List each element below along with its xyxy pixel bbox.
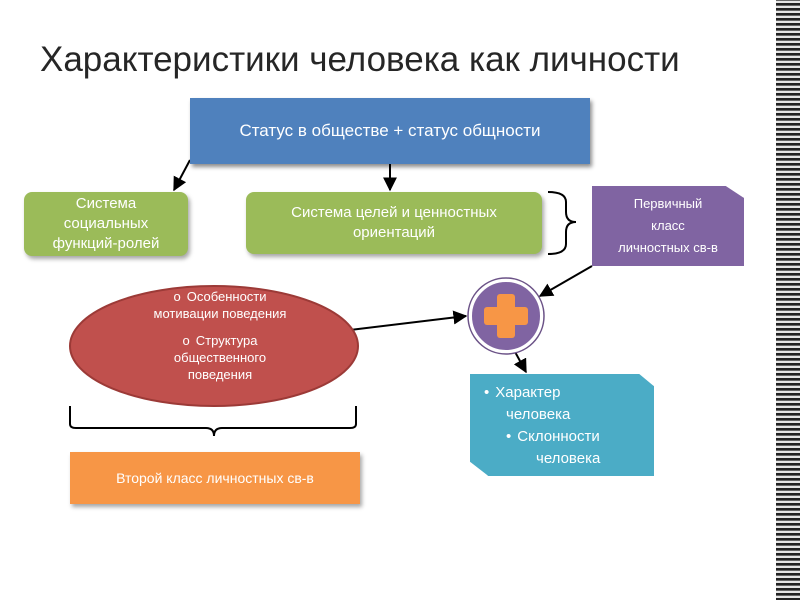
motivation-item-2-line-2: общественного bbox=[173, 350, 267, 365]
bullet-icon: • bbox=[506, 428, 512, 445]
primary-class-line-2: класс bbox=[651, 218, 685, 233]
result-item-1: •Характер bbox=[484, 384, 561, 401]
social-functions-line-2: социальных bbox=[63, 215, 149, 232]
motivation-item-1-line-2: мотивации поведения bbox=[153, 306, 287, 321]
status-label: Статус в обществе + статус общности bbox=[239, 121, 541, 140]
bracket-motivation bbox=[69, 406, 357, 437]
arrow-status-to-social bbox=[173, 159, 191, 192]
arrow-motivation-to-plus bbox=[349, 310, 468, 331]
primary-class-line-1: Первичный bbox=[633, 196, 703, 211]
social-functions-line-3: функций-ролей bbox=[52, 235, 160, 252]
arrow-primary-to-plus bbox=[538, 265, 593, 297]
goals-values-line-2: ориентаций bbox=[352, 224, 436, 241]
goals-values-line-1: Система целей и ценностных bbox=[291, 204, 497, 221]
result-box: •Характер человека •Склонности человека bbox=[470, 374, 654, 476]
arrow-plus-to-result bbox=[513, 349, 527, 374]
status-box: Статус в обществе + статус общности bbox=[190, 98, 590, 164]
page-title: Характеристики человека как личности bbox=[40, 40, 680, 79]
goals-values-box: Система целей и ценностных ориентаций bbox=[246, 192, 542, 254]
result-item-2-cont: человека bbox=[536, 450, 601, 467]
social-functions-line-1: Система bbox=[75, 195, 137, 212]
second-class-label: Второй класс личностных св-в bbox=[116, 470, 314, 486]
bullet-icon: • bbox=[484, 384, 490, 401]
primary-class-line-3: личностных св-в bbox=[618, 240, 718, 255]
edge-strip bbox=[776, 0, 800, 600]
plus-icon-horizontal bbox=[484, 307, 528, 325]
motivation-item-2-line-3: поведения bbox=[187, 367, 253, 382]
motivation-ellipse bbox=[69, 285, 359, 407]
ring-bullet-icon: o bbox=[173, 289, 181, 304]
ring-bullet-icon: o bbox=[182, 333, 190, 348]
second-class-box: Второй класс личностных св-в bbox=[70, 452, 360, 504]
social-functions-box: Система социальных функций-ролей bbox=[24, 192, 188, 256]
bracket-goals bbox=[547, 191, 577, 255]
result-item-1-cont: человека bbox=[506, 406, 571, 423]
result-item-2: •Склонности bbox=[506, 428, 600, 445]
primary-class-box: Первичный класс личностных св-в bbox=[592, 186, 744, 266]
plus-node bbox=[467, 277, 545, 355]
